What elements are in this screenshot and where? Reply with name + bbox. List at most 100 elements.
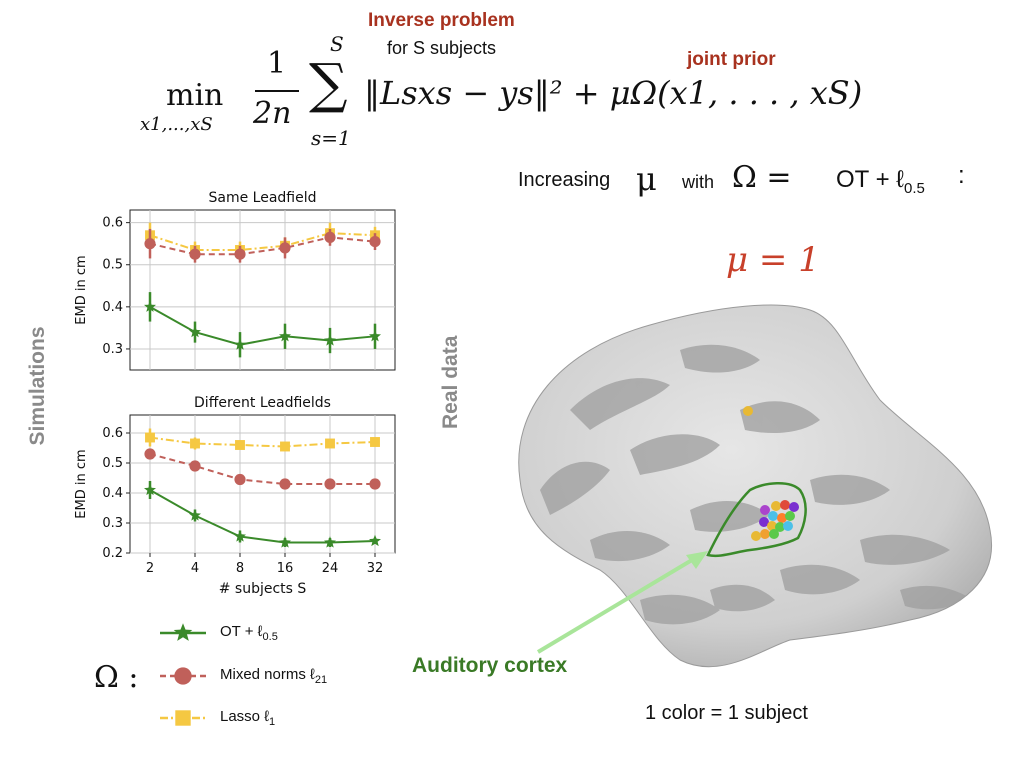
real-data-label: Real data: [439, 335, 462, 429]
data-point: [325, 438, 335, 449]
auditory-cortex-arrow: [536, 551, 708, 654]
legend-marker: [174, 667, 192, 685]
y-tick-label: 0.6: [102, 216, 123, 231]
series-square: [145, 428, 380, 452]
y-tick-label: 0.4: [102, 486, 123, 501]
data-point: [190, 438, 200, 449]
data-point: [279, 330, 291, 342]
y-tick-label: 0.2: [102, 546, 123, 561]
plot-frame: [129, 414, 396, 554]
chart-title: Same Leadfield: [208, 190, 316, 206]
legend-marker: [173, 623, 193, 641]
data-point: [324, 334, 336, 346]
chart-title: Different Leadfields: [194, 395, 331, 411]
y-tick-label: 0.6: [102, 426, 123, 441]
legend-swatch: [160, 710, 206, 726]
data-point: [324, 536, 336, 548]
legend-item-star: OT + ℓ0.5: [160, 622, 278, 644]
series-star: [144, 481, 381, 548]
data-point: [370, 437, 380, 447]
data-point: [279, 536, 291, 548]
ot-l05-text: OT + ℓ0.5: [836, 166, 925, 197]
trailing-colon: :: [958, 162, 965, 189]
series-line: [149, 453, 375, 485]
with-text: with: [682, 172, 715, 192]
data-point: [279, 478, 291, 490]
x-axis-label: # subjects S: [219, 581, 307, 597]
data-point: [369, 235, 381, 248]
plot-frame: [129, 209, 396, 371]
series-line: [149, 436, 376, 448]
brain-cortex-image: [518, 304, 992, 668]
data-point: [234, 248, 246, 260]
x-tick-label: 32: [367, 561, 384, 576]
x-tick-label: 24: [322, 561, 339, 576]
data-point: [324, 478, 336, 490]
series-square: [145, 222, 380, 259]
y-tick-label: 0.5: [102, 258, 123, 273]
sum-symbol: ∑: [309, 52, 348, 115]
data-point: [234, 473, 246, 486]
increasing-mu-line: Increasing μ with Ω = OT + ℓ0.5 :: [518, 160, 978, 210]
auditory-cortex-outline: [706, 482, 807, 558]
simulations-label: Simulations: [26, 326, 49, 446]
data-point: [324, 231, 336, 243]
increasing-text: Increasing: [518, 169, 611, 191]
ot-text: OT + ℓ: [836, 166, 905, 193]
sum-upper-limit: S: [330, 32, 344, 56]
data-point: [234, 338, 246, 350]
legend-subscript: 21: [314, 674, 328, 686]
data-point: [144, 483, 156, 496]
data-point: [369, 330, 381, 342]
data-point: [189, 325, 201, 338]
y-tick-label: 0.3: [102, 342, 123, 357]
data-point: [279, 242, 291, 254]
data-point: [144, 238, 156, 250]
series-line: [149, 232, 376, 251]
series-line: [149, 489, 376, 544]
mu-value-label: μ = 1: [726, 240, 820, 280]
color-caption: 1 color = 1 subject: [645, 702, 808, 724]
ot-subscript: 0.5: [904, 179, 925, 197]
series-circle: [144, 228, 381, 263]
data-point: [234, 530, 246, 542]
legend-subscript: 1: [269, 716, 276, 728]
series-line: [149, 236, 376, 256]
fraction-bar: [255, 90, 299, 92]
x-tick-label: 4: [191, 561, 199, 576]
min-subscript: x1,...,xS: [140, 114, 213, 135]
legend-label: Mixed norms ℓ21: [220, 666, 328, 686]
objective-formula: min x1,...,xS 1 2n S ∑ s=1 ‖Lsxs − ys‖² …: [140, 32, 880, 155]
subject-dots: [743, 406, 799, 541]
series-line: [149, 305, 376, 346]
legend-swatch: [160, 667, 206, 685]
data-point: [235, 440, 245, 450]
fraction-denominator: 2n: [253, 96, 292, 131]
series-circle: [144, 448, 381, 490]
omega-equals: Ω =: [732, 160, 792, 195]
data-point: [189, 460, 201, 472]
data-point: [144, 448, 156, 460]
data-point: [145, 432, 155, 443]
y-axis-label: EMD in cm: [74, 449, 89, 518]
y-tick-label: 0.5: [102, 456, 123, 471]
data-point: [189, 248, 201, 260]
formula-body: ‖Lsxs − ys‖² + μΩ(x1, . . . , xS): [364, 74, 863, 112]
legend-swatch: [160, 623, 206, 641]
for-subjects-label: for S subjects: [387, 38, 497, 58]
data-point: [369, 534, 381, 547]
mu-symbol: μ: [636, 160, 657, 198]
series-star: [144, 292, 381, 358]
joint-prior-label: joint prior: [687, 49, 776, 70]
auditory-cortex-label: Auditory cortex: [412, 654, 568, 677]
x-tick-label: 2: [146, 561, 154, 576]
legend-label: OT + ℓ0.5: [220, 623, 278, 643]
data-point: [280, 441, 290, 452]
legend-label: Lasso ℓ1: [220, 708, 276, 728]
sum-lower-limit: s=1: [311, 126, 351, 150]
inverse-problem-label: Inverse problem: [368, 10, 515, 31]
min-operator: min: [166, 78, 224, 113]
legend-item-square: Lasso ℓ1: [160, 707, 275, 729]
